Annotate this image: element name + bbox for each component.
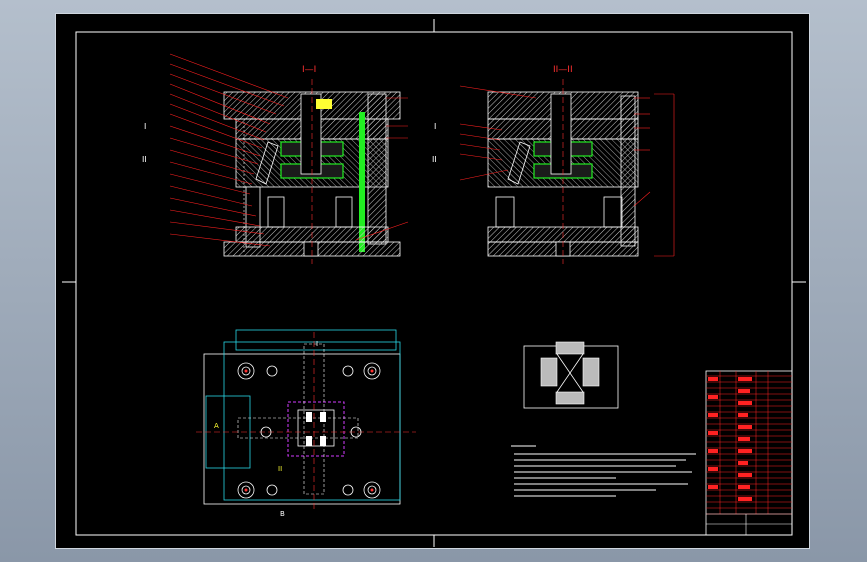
left-section-view xyxy=(223,79,401,264)
right-section-view xyxy=(487,79,675,264)
left-section-title: I—I xyxy=(302,65,316,75)
right-section-title: II—II xyxy=(553,65,573,75)
right-marker-top: I xyxy=(434,122,436,131)
mold-assembly-drawing: I—I I II xyxy=(62,19,806,547)
left-marker-bottom: II xyxy=(142,155,147,164)
plan-marker-1: I xyxy=(316,340,318,348)
plan-view xyxy=(196,329,416,510)
technical-notes xyxy=(511,445,696,497)
left-marker-top: I xyxy=(144,122,146,131)
plan-bottom-label: B xyxy=(280,510,285,518)
title-block xyxy=(705,370,793,536)
plan-marker-3: A xyxy=(214,422,219,430)
cad-viewport[interactable]: I—I I II xyxy=(55,13,810,549)
right-leader-lines xyxy=(459,85,651,207)
left-leader-lines xyxy=(169,53,409,247)
right-marker-bottom: II xyxy=(432,155,437,164)
plastic-part-icon xyxy=(523,341,619,409)
plan-marker-2: II xyxy=(278,465,282,473)
